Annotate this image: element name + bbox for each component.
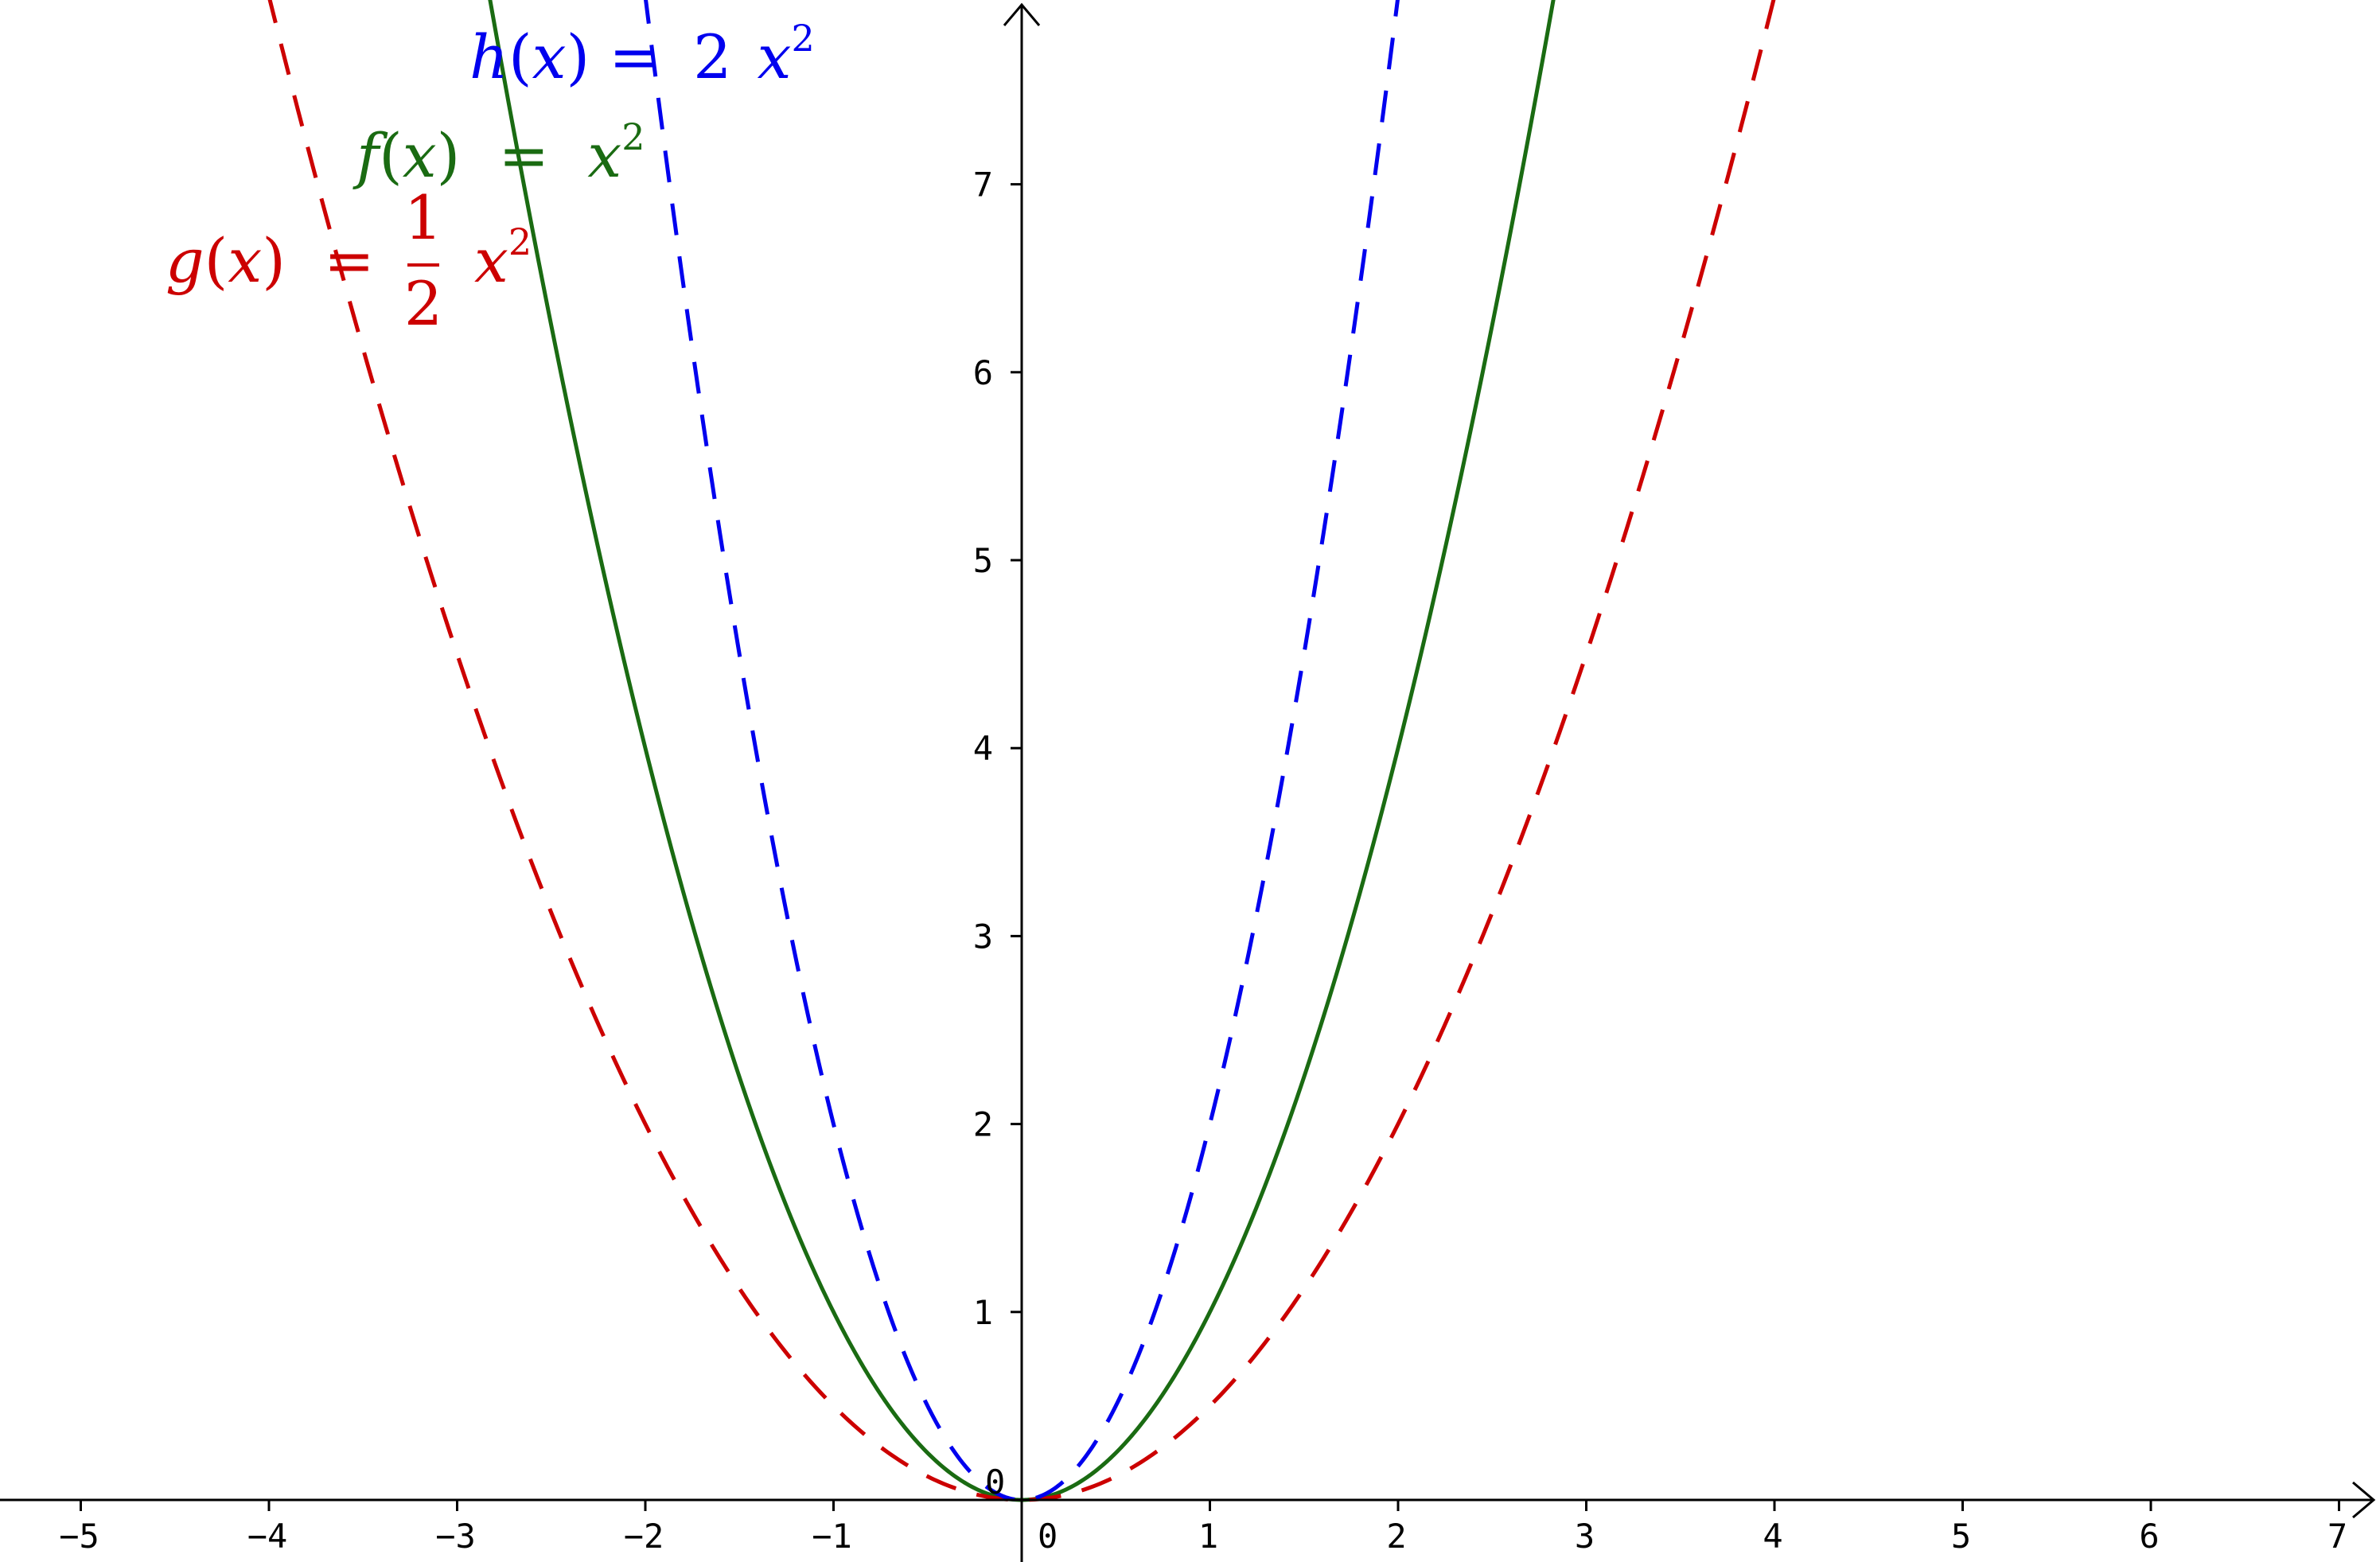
g-equation-label: g(x) = <box>166 225 375 296</box>
x-tick-label: −1 <box>812 1517 852 1556</box>
x-tick-label: 5 <box>1951 1517 1971 1556</box>
y-tick-label: 3 <box>973 917 993 956</box>
x-tick-label: 6 <box>2139 1517 2159 1556</box>
y-tick-label: 7 <box>973 166 993 205</box>
y-tick-label: 5 <box>973 541 993 580</box>
x-tick-label: −4 <box>247 1517 288 1556</box>
x-tick-label: −5 <box>59 1517 99 1556</box>
y-tick-label: 6 <box>973 353 993 392</box>
y-tick-label: 2 <box>973 1105 993 1144</box>
series-curve-h <box>644 0 1400 1502</box>
f-equation-label: f(x) = x2 <box>353 115 645 191</box>
x-tick-label: −2 <box>624 1517 664 1556</box>
x-axis-arrow-icon <box>2352 1481 2376 1519</box>
series-curve-g <box>267 0 1776 1502</box>
y-tick-label: 1 <box>973 1293 993 1332</box>
g-equation-x: x2 <box>474 220 532 296</box>
equation-label-layer: h(x) = 2 x2 f(x) = x2 g(x) = 1 2 x2 <box>166 17 815 339</box>
x-tick-label: 4 <box>1763 1517 1782 1556</box>
y-tick-label: 4 <box>973 729 993 768</box>
g-fraction-numerator: 1 <box>404 182 442 253</box>
h-equation-label: h(x) = 2 x2 <box>469 17 815 92</box>
origin-x-label: 0 <box>1038 1517 1058 1556</box>
g-fraction-denominator: 2 <box>404 268 442 339</box>
x-tick-label: 1 <box>1198 1517 1218 1556</box>
origin-y-label: 0 <box>985 1463 1005 1502</box>
x-tick-label: 2 <box>1386 1517 1406 1556</box>
y-axis-arrow-icon <box>1003 2 1041 26</box>
x-tick-label: 3 <box>1575 1517 1595 1556</box>
x-tick-label: −3 <box>435 1517 476 1556</box>
x-tick-label: 7 <box>2327 1517 2347 1556</box>
